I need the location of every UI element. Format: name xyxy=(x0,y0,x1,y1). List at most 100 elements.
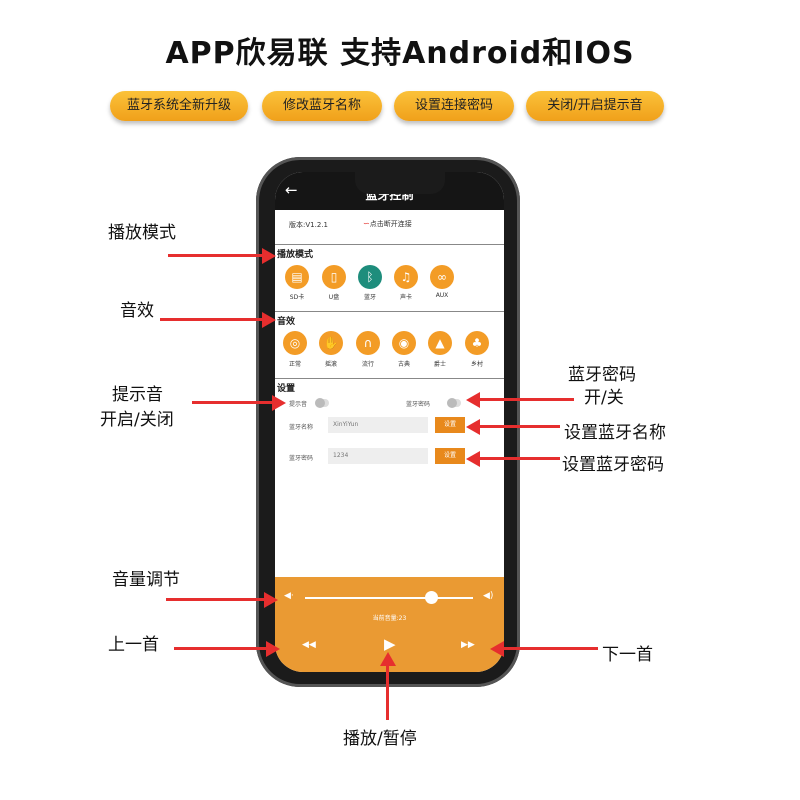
callout-tone-line1: 提示音 xyxy=(112,385,163,405)
pwd-toggle[interactable] xyxy=(447,398,461,408)
link-icon: ∽ xyxy=(363,219,370,228)
volume-slider[interactable] xyxy=(305,597,473,599)
tone-toggle[interactable] xyxy=(315,398,329,408)
arrow xyxy=(502,647,598,650)
pwd-field-label: 蓝牙密码 xyxy=(289,455,314,462)
volume-up-icon[interactable]: ◀) xyxy=(483,591,494,601)
arrowhead xyxy=(272,395,286,411)
eq-normal-button[interactable]: ◎ xyxy=(283,331,307,355)
set-pwd-button[interactable]: 设置 xyxy=(435,448,465,464)
mode-usb-button[interactable]: ▯ xyxy=(322,265,346,289)
set-name-button[interactable]: 设置 xyxy=(435,417,465,433)
divider xyxy=(275,311,504,312)
usb-drive-icon: ▯ xyxy=(330,270,338,284)
normal-icon: ◎ xyxy=(289,336,301,350)
name-field-label: 蓝牙名称 xyxy=(289,424,314,431)
arrow xyxy=(160,318,264,321)
volume-text: 当前音量:23 xyxy=(372,615,407,622)
disconnect-link[interactable]: ∽点击断开连接 xyxy=(363,219,412,229)
volume-knob[interactable] xyxy=(425,591,438,604)
callout-play-pause: 播放/暂停 xyxy=(343,729,417,749)
phone-screen: ← 蓝牙控制 版本:V1.2.1 ∽点击断开连接 播放模式 ▤ SD卡 ▯ U盘… xyxy=(275,172,504,672)
callout-next: 下一首 xyxy=(602,645,653,665)
mode-sd-button[interactable]: ▤ xyxy=(285,265,309,289)
country-trees-icon: ♣ xyxy=(471,336,483,350)
eq-jazz-button[interactable]: ▲ xyxy=(428,331,452,355)
mode-soundcard-label: 声卡 xyxy=(399,294,412,301)
eq-rock-label: 摇滚 xyxy=(324,361,337,368)
next-icon[interactable]: ▶▶ xyxy=(461,640,475,650)
rock-hand-icon: ✋ xyxy=(323,336,339,350)
callout-volume: 音量调节 xyxy=(112,570,180,590)
divider xyxy=(275,378,504,379)
arrowhead xyxy=(466,451,480,467)
disconnect-label: 点击断开连接 xyxy=(369,220,412,228)
callout-play-mode: 播放模式 xyxy=(108,223,176,243)
headline: APP欣易联 支持Android和IOS xyxy=(165,36,635,71)
music-note-icon: ♫ xyxy=(400,270,412,284)
settings-title: 设置 xyxy=(277,384,296,394)
divider xyxy=(275,244,504,245)
eq-pop-label: 流行 xyxy=(361,361,374,368)
toggle-knob xyxy=(447,398,457,408)
feature-pill-tone: 关闭/开启提示音 xyxy=(526,91,664,121)
sd-card-icon: ▤ xyxy=(291,270,303,284)
arrowhead xyxy=(466,392,480,408)
name-input[interactable]: XinYiYun xyxy=(328,417,428,433)
headphones-icon: ∩ xyxy=(363,336,373,350)
mode-bluetooth-button[interactable]: ᛒ xyxy=(358,265,382,289)
tone-toggle-label: 提示音 xyxy=(289,401,308,408)
mode-soundcard-button[interactable]: ♫ xyxy=(394,265,418,289)
arrow xyxy=(192,401,274,404)
callout-pwd-toggle-line2: 开/关 xyxy=(584,388,624,408)
vinyl-icon: ◉ xyxy=(398,336,410,350)
pwd-input[interactable]: 1234 xyxy=(328,448,428,464)
back-arrow-icon[interactable]: ← xyxy=(285,181,298,199)
phone-notch xyxy=(355,170,445,194)
arrow xyxy=(478,425,560,428)
arrowhead xyxy=(266,641,280,657)
arrowhead xyxy=(262,248,276,264)
eq-country-button[interactable]: ♣ xyxy=(465,331,489,355)
arrowhead xyxy=(264,592,278,608)
play-icon[interactable]: ▶ xyxy=(384,635,396,653)
eq-country-label: 乡村 xyxy=(470,361,483,368)
eq-classic-button[interactable]: ◉ xyxy=(392,331,416,355)
feature-pill-upgrade: 蓝牙系统全新升级 xyxy=(110,91,248,121)
pwd-toggle-label: 蓝牙密码 xyxy=(406,401,431,408)
arrowhead xyxy=(380,652,396,666)
bluetooth-icon: ᛒ xyxy=(366,270,374,284)
volume-down-icon[interactable]: ◀· xyxy=(284,591,294,601)
callout-prev: 上一首 xyxy=(108,635,159,655)
arrow xyxy=(386,664,389,720)
arrow xyxy=(166,598,266,601)
arrow xyxy=(174,647,268,650)
mode-sd-label: SD卡 xyxy=(289,294,305,301)
feature-pill-rename: 修改蓝牙名称 xyxy=(262,91,382,121)
arrow xyxy=(478,398,574,401)
sound-effect-title: 音效 xyxy=(277,317,296,327)
mode-bluetooth-label: 蓝牙 xyxy=(363,294,376,301)
callout-tone-line2: 开启/关闭 xyxy=(100,410,174,430)
callout-set-pwd: 设置蓝牙密码 xyxy=(562,455,664,475)
eq-classic-label: 古典 xyxy=(397,361,410,368)
eq-rock-button[interactable]: ✋ xyxy=(319,331,343,355)
jazz-hat-icon: ▲ xyxy=(435,336,445,350)
callout-sound-effect: 音效 xyxy=(120,301,154,321)
mode-aux-label: AUX xyxy=(435,292,449,299)
arrowhead xyxy=(262,312,276,328)
mode-aux-button[interactable]: ∞ xyxy=(430,265,454,289)
callout-pwd-toggle-line1: 蓝牙密码 xyxy=(568,365,636,385)
toggle-knob xyxy=(315,398,325,408)
feature-pill-password: 设置连接密码 xyxy=(394,91,514,121)
play-mode-title: 播放模式 xyxy=(277,250,314,260)
arrow xyxy=(478,457,560,460)
eq-pop-button[interactable]: ∩ xyxy=(356,331,380,355)
previous-icon[interactable]: ◀◀ xyxy=(302,640,316,650)
version-text: 版本:V1.2.1 xyxy=(289,221,328,229)
eq-jazz-label: 爵士 xyxy=(433,361,446,368)
arrowhead xyxy=(466,419,480,435)
arrowhead xyxy=(490,641,504,657)
eq-normal-label: 正常 xyxy=(288,361,301,368)
aux-cable-icon: ∞ xyxy=(437,270,447,284)
